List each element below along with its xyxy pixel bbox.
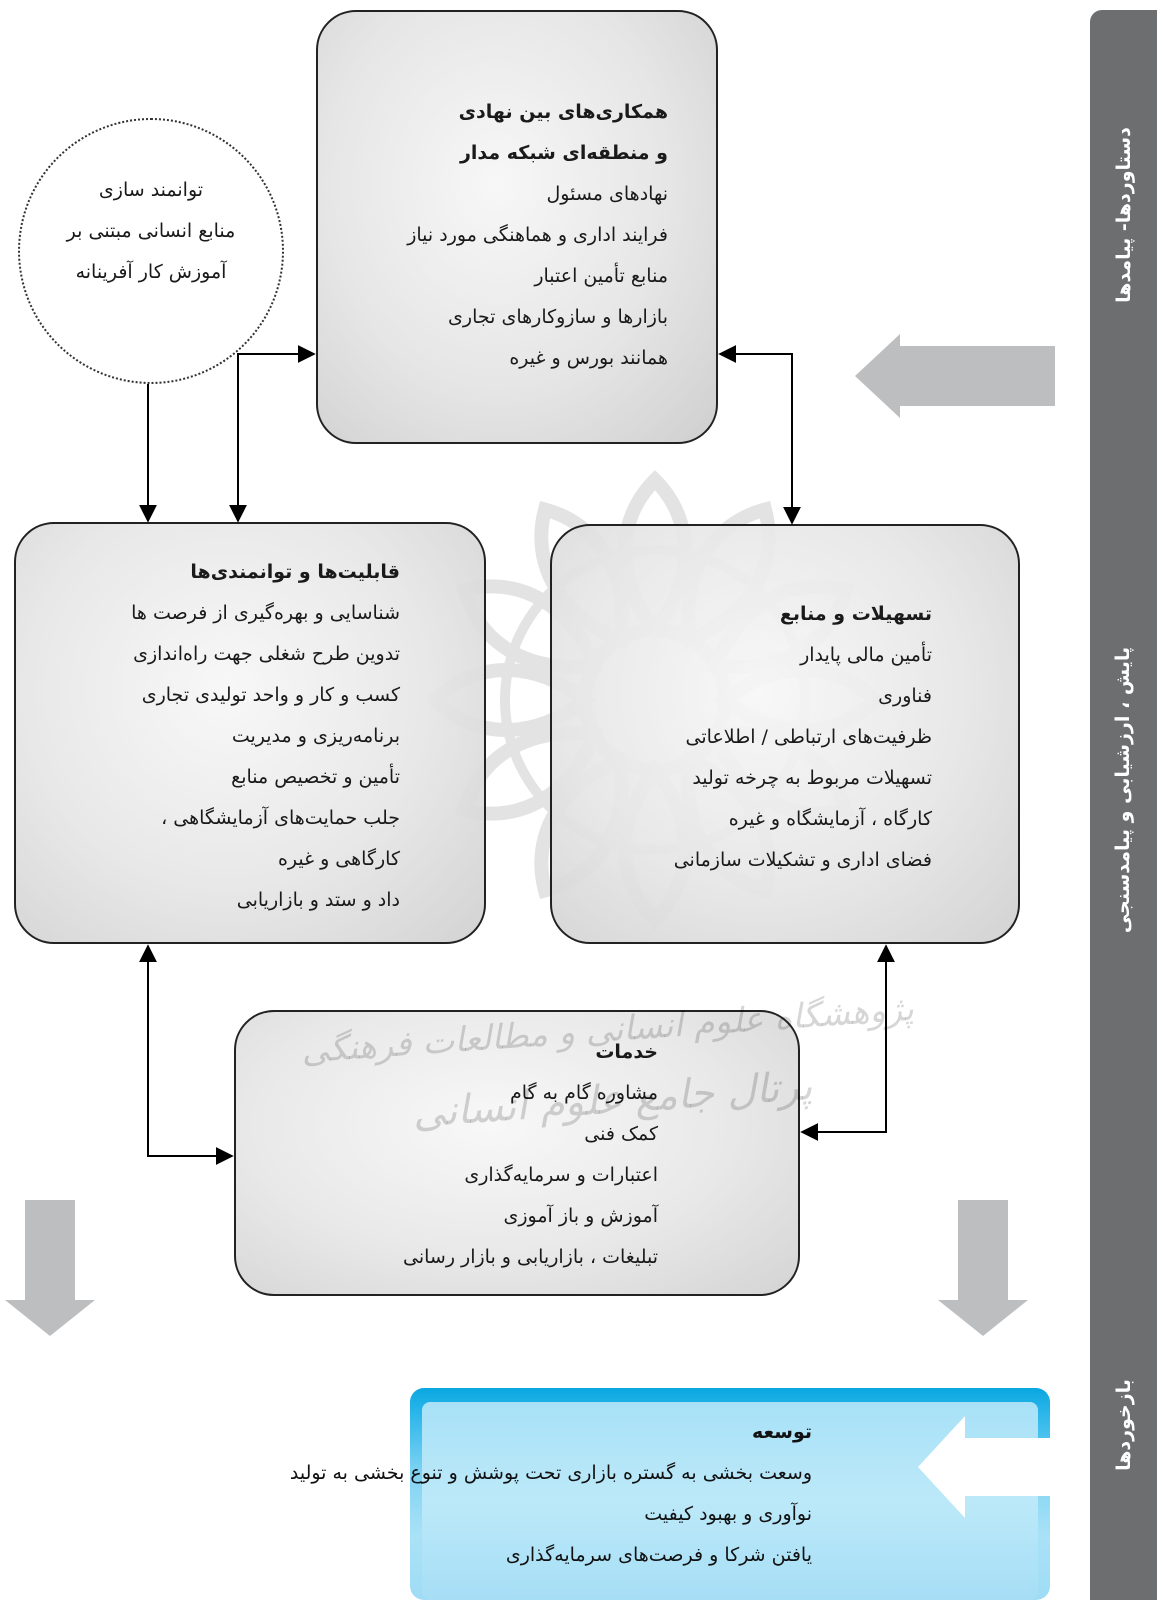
capabilities-item: جلب حمایت‌های آزمایشگاهی ،	[161, 807, 400, 829]
cooperation-item: نهادهای مسئول	[546, 183, 669, 205]
cooperation-title: همکاری‌های بین نهادی	[458, 101, 668, 123]
cooperation-box: همکاری‌های بین نهادی و منطقه‌ای شبکه مدا…	[316, 10, 718, 444]
connector-cooperation-facilities	[718, 345, 801, 525]
services-item: اعتبارات و سرمایه‌گذاری	[464, 1164, 658, 1186]
circle-line: توانمند سازی	[98, 179, 204, 201]
development-title: توسعه	[752, 1421, 812, 1443]
cooperation-item: همانند بورس و غیره	[509, 347, 668, 369]
circle-text: توانمند سازی منابع انسانی مبتنی بر آموزش…	[20, 170, 282, 293]
connector-capabilities-cooperation	[229, 345, 316, 523]
capabilities-title: قابلیت‌ها و توانمندی‌ها	[190, 561, 400, 583]
stage-sidebar	[1090, 10, 1157, 1600]
services-item: آموزش و باز آموزی	[503, 1205, 658, 1227]
development-item: وسعت بخشی به گستره بازاری تحت پوشش و تنو…	[289, 1462, 812, 1484]
facilities-item: کارگاه ، آزمایشگاه و غیره	[728, 808, 932, 830]
cooperation-item: فرایند اداری و هماهنگی مورد نیاز	[407, 224, 668, 246]
capabilities-item: کارگاهی و غیره	[277, 848, 400, 870]
cooperation-item: بازارها و سازوکارهای تجاری	[448, 306, 668, 328]
circle-line: آموزش کار آفرینانه	[75, 261, 227, 283]
facilities-item: ظرفیت‌های ارتباطی / اطلاعاتی	[685, 726, 933, 748]
cooperation-item: منابع تأمین اعتبار	[534, 265, 668, 287]
down-arrow-right-icon	[938, 1200, 1028, 1336]
facilities-item: فناوری	[878, 685, 932, 707]
capabilities-item: داد و ستد و بازاریابی	[236, 889, 400, 911]
capabilities-item: شناسایی و بهره‌گیری از فرصت ها	[131, 602, 400, 624]
development-item: یافتن شرکا و فرصت‌های سرمایه‌گذاری	[505, 1544, 812, 1566]
capabilities-item: تدوین طرح شغلی جهت راه‌اندازی	[133, 643, 400, 665]
facilities-box: تسهیلات و منابع تأمین مالی پایدار فناوری…	[550, 524, 1020, 944]
capabilities-item: برنامه‌ریزی و مدیریت	[231, 725, 400, 747]
facilities-item: فضای اداری و تشکیلات سازمانی	[673, 849, 932, 871]
capabilities-box: قابلیت‌ها و توانمندی‌ها شناسایی و بهره‌گ…	[14, 522, 486, 944]
facilities-title: تسهیلات و منابع	[779, 603, 932, 625]
services-item: کمک فنی	[584, 1123, 658, 1145]
services-box: خدمات مشاوره گام به گام کمک فنی اعتبارات…	[234, 1010, 800, 1296]
facilities-item: تأمین مالی پایدار	[800, 644, 932, 666]
feedback-arrow-icon	[918, 1416, 1050, 1518]
down-arrow-left-icon	[5, 1200, 95, 1336]
cooperation-title: و منطقه‌ای شبکه مدار	[459, 142, 668, 164]
services-title: خدمات	[595, 1041, 658, 1063]
connector-capabilities-services	[139, 944, 234, 1165]
circle-line: منابع انسانی مبتنی بر	[66, 220, 236, 242]
capabilities-item: تأمین و تخصیص منابع	[231, 766, 400, 788]
connector-facilities-services	[800, 944, 895, 1141]
development-item: نوآوری و بهبود کیفیت	[644, 1503, 812, 1525]
capabilities-item: کسب و کار و واحد تولیدی تجاری	[141, 684, 400, 706]
services-item: تبلیغات ، بازاریابی و بازار رسانی	[402, 1246, 658, 1268]
hr-empowerment-circle: توانمند سازی منابع انسانی مبتنی بر آموزش…	[18, 118, 284, 384]
services-item: مشاوره گام به گام	[509, 1082, 658, 1104]
facilities-item: تسهیلات مربوط به چرخه تولید	[692, 767, 932, 789]
outcomes-arrow-icon	[855, 334, 1055, 418]
